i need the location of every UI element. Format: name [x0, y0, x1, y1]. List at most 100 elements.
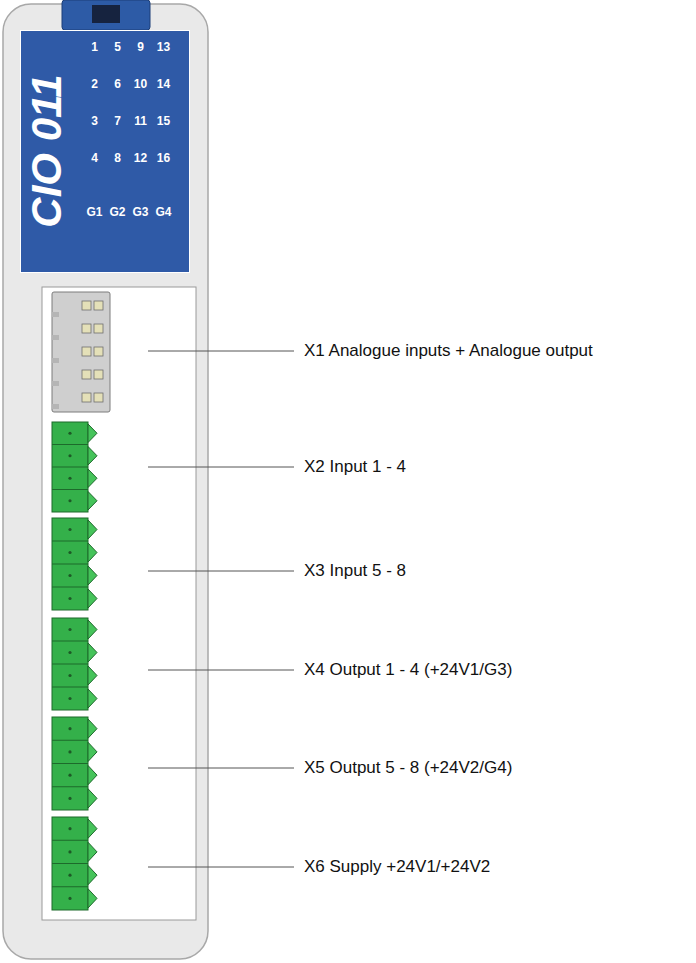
- terminal-tab: [88, 789, 97, 808]
- terminal-divider: [52, 641, 88, 642]
- terminal-screw: [68, 874, 71, 877]
- terminal-tab: [88, 492, 97, 511]
- led-number: 3: [82, 114, 108, 128]
- leader-line: [148, 467, 294, 468]
- terminal-screw: [68, 528, 71, 531]
- led-number: 15: [151, 114, 177, 128]
- terminal-block: [52, 717, 88, 810]
- led-number: 10: [128, 77, 154, 91]
- connector-label: X1 Analogue inputs + Analogue output: [302, 340, 595, 362]
- terminal-tab: [88, 543, 97, 562]
- terminal-tab: [88, 447, 97, 466]
- terminal-block: [52, 618, 88, 710]
- leader-line: [148, 867, 294, 868]
- terminal-tab: [88, 424, 97, 443]
- terminal-tab: [88, 819, 97, 838]
- connector-notch: [52, 404, 59, 409]
- connector-notch: [52, 358, 59, 363]
- terminal-block: [52, 422, 88, 512]
- terminal-divider: [52, 467, 88, 468]
- led-number: 11: [128, 114, 154, 128]
- led-number: 8: [105, 151, 131, 165]
- connector-label: X3 Input 5 - 8: [302, 560, 408, 582]
- terminal-screw: [68, 574, 71, 577]
- terminal-screw: [68, 651, 71, 654]
- led-number: G3: [128, 205, 154, 219]
- terminal-divider: [52, 763, 88, 764]
- connector-notch: [52, 312, 59, 317]
- terminal-screw: [68, 727, 71, 730]
- terminal-block: [52, 817, 88, 910]
- terminal-divider: [52, 687, 88, 688]
- terminal-tab: [88, 643, 97, 662]
- led-number: 1: [82, 40, 108, 54]
- terminal-screw: [68, 597, 71, 600]
- connector-label: X2 Input 1 - 4: [302, 456, 408, 478]
- led-number: 6: [105, 77, 131, 91]
- terminal-tab: [88, 666, 97, 685]
- module-name: CIO 011: [26, 74, 68, 227]
- leader-line: [148, 571, 294, 572]
- connector-pin: [82, 324, 91, 333]
- led-number: 2: [82, 77, 108, 91]
- led-number: 4: [82, 151, 108, 165]
- bus-connector-slot: [92, 5, 120, 23]
- terminal-tab: [88, 889, 97, 908]
- terminal-divider: [52, 886, 88, 887]
- connector-pin: [94, 393, 103, 402]
- terminal-tab: [88, 719, 97, 738]
- terminal-blocks: [52, 422, 97, 910]
- connector-notch: [52, 335, 59, 340]
- analogue-pins: [52, 301, 103, 409]
- connector-pin: [82, 370, 91, 379]
- terminal-screw: [68, 674, 71, 677]
- connector-notch: [52, 381, 59, 386]
- led-number: G4: [151, 205, 177, 219]
- terminal-tab: [88, 469, 97, 488]
- terminal-tab: [88, 566, 97, 585]
- terminal-divider: [52, 664, 88, 665]
- terminal-block: [52, 518, 88, 610]
- terminal-divider: [52, 840, 88, 841]
- terminal-screw: [68, 432, 71, 435]
- terminal-tab: [88, 520, 97, 539]
- terminal-divider: [52, 863, 88, 864]
- led-number: G1: [82, 205, 108, 219]
- connector-pin: [94, 324, 103, 333]
- terminal-tab: [88, 620, 97, 639]
- leader-line: [148, 670, 294, 671]
- terminal-screw: [68, 477, 71, 480]
- leader-lines: [148, 351, 294, 867]
- led-number: 14: [151, 77, 177, 91]
- terminal-screw: [68, 827, 71, 830]
- terminal-tab: [88, 766, 97, 785]
- bus-connector: [62, 0, 150, 30]
- connector-pin: [94, 301, 103, 310]
- leader-line: [148, 768, 294, 769]
- terminal-tab: [88, 742, 97, 761]
- connector-label: X4 Output 1 - 4 (+24V1/G3): [302, 659, 514, 681]
- terminal-divider: [52, 786, 88, 787]
- terminal-divider: [52, 444, 88, 445]
- terminal-divider: [52, 489, 88, 490]
- terminal-screw: [68, 551, 71, 554]
- connector-label: X5 Output 5 - 8 (+24V2/G4): [302, 757, 514, 779]
- terminal-screw: [68, 499, 71, 502]
- terminal-screw: [68, 697, 71, 700]
- led-number: 5: [105, 40, 131, 54]
- analogue-connector: [52, 292, 110, 412]
- terminal-screw: [68, 454, 71, 457]
- connector-label: X6 Supply +24V1/+24V2: [302, 856, 492, 878]
- led-number: G2: [105, 205, 131, 219]
- terminal-screw: [68, 774, 71, 777]
- terminal-divider: [52, 587, 88, 588]
- terminal-tab: [88, 589, 97, 608]
- terminal-screw: [68, 850, 71, 853]
- led-number: 9: [128, 40, 154, 54]
- terminal-tab: [88, 689, 97, 708]
- connector-pin: [82, 301, 91, 310]
- terminal-divider: [52, 564, 88, 565]
- terminal-screw: [68, 628, 71, 631]
- connector-pin: [94, 370, 103, 379]
